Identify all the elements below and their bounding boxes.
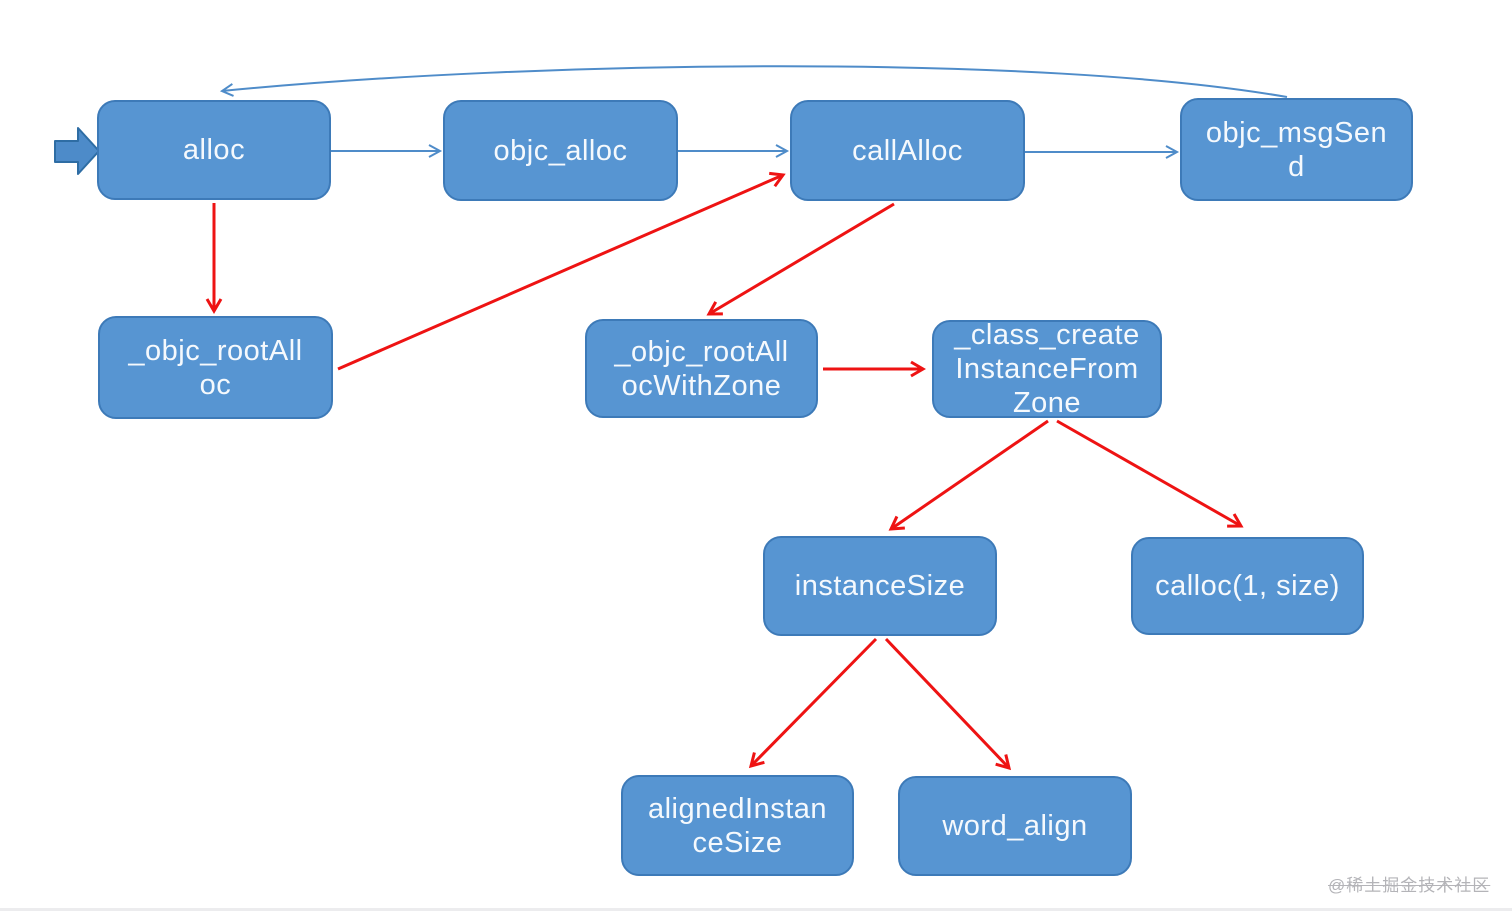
juejin-watermark: @稀土掘金技术社区 <box>1328 876 1491 895</box>
node-objc-rootallocwithzone: _objc_rootAll ocWithZone <box>585 319 818 418</box>
node-alloc: alloc <box>97 100 331 200</box>
node-alignedinstancesize: alignedInstan ceSize <box>621 775 854 876</box>
node-objc-alloc: objc_alloc <box>443 100 678 201</box>
node-objc-rootalloc-label: _objc_rootAll oc <box>128 334 303 401</box>
node-alignedinstancesize-label: alignedInstan ceSize <box>647 792 828 859</box>
node-class-createinstancefromzone: _class_create InstanceFrom Zone <box>932 319 1162 419</box>
edge-objc_msgSend-alloc-curve <box>219 65 1288 98</box>
node-class-createinstancefromzone-label: _class_create InstanceFrom Zone <box>954 319 1140 419</box>
node-callalloc-label: callAlloc <box>852 134 963 167</box>
node-instancesize: instanceSize <box>763 536 997 636</box>
edge-class_createInstanceFromZone-calloc <box>1056 419 1244 528</box>
node-alloc-label: alloc <box>182 134 246 166</box>
entry-block-arrow-icon <box>54 127 100 175</box>
bottom-divider <box>0 908 1512 911</box>
node-calloc-label: calloc(1, size) <box>1155 570 1340 602</box>
node-objc-rootallocwithzone-label: _objc_rootAll ocWithZone <box>614 335 789 402</box>
node-word-align: word_align <box>898 776 1132 876</box>
node-instancesize-label: instanceSize <box>794 570 966 602</box>
node-word-align-label: word_align <box>942 810 1088 842</box>
node-objc-msgsend: objc_msgSen d <box>1180 98 1413 201</box>
edge-objc_rootAlloc-callAlloc <box>337 171 786 371</box>
node-callalloc: callAlloc <box>790 100 1025 201</box>
node-objc-rootalloc: _objc_rootAll oc <box>98 316 333 419</box>
edge-class_createInstanceFromZone-instanceSize <box>888 419 1049 531</box>
node-objc-msgsend-label: objc_msgSen d <box>1205 116 1388 183</box>
node-objc-alloc-label: objc_alloc <box>493 134 628 167</box>
edge-instanceSize-alignedInstanceSize <box>748 637 878 769</box>
edge-callAlloc-objc_rootAllocWithZone <box>706 202 895 316</box>
node-calloc: calloc(1, size) <box>1131 537 1364 635</box>
edge-instanceSize-word_align <box>884 637 1012 771</box>
